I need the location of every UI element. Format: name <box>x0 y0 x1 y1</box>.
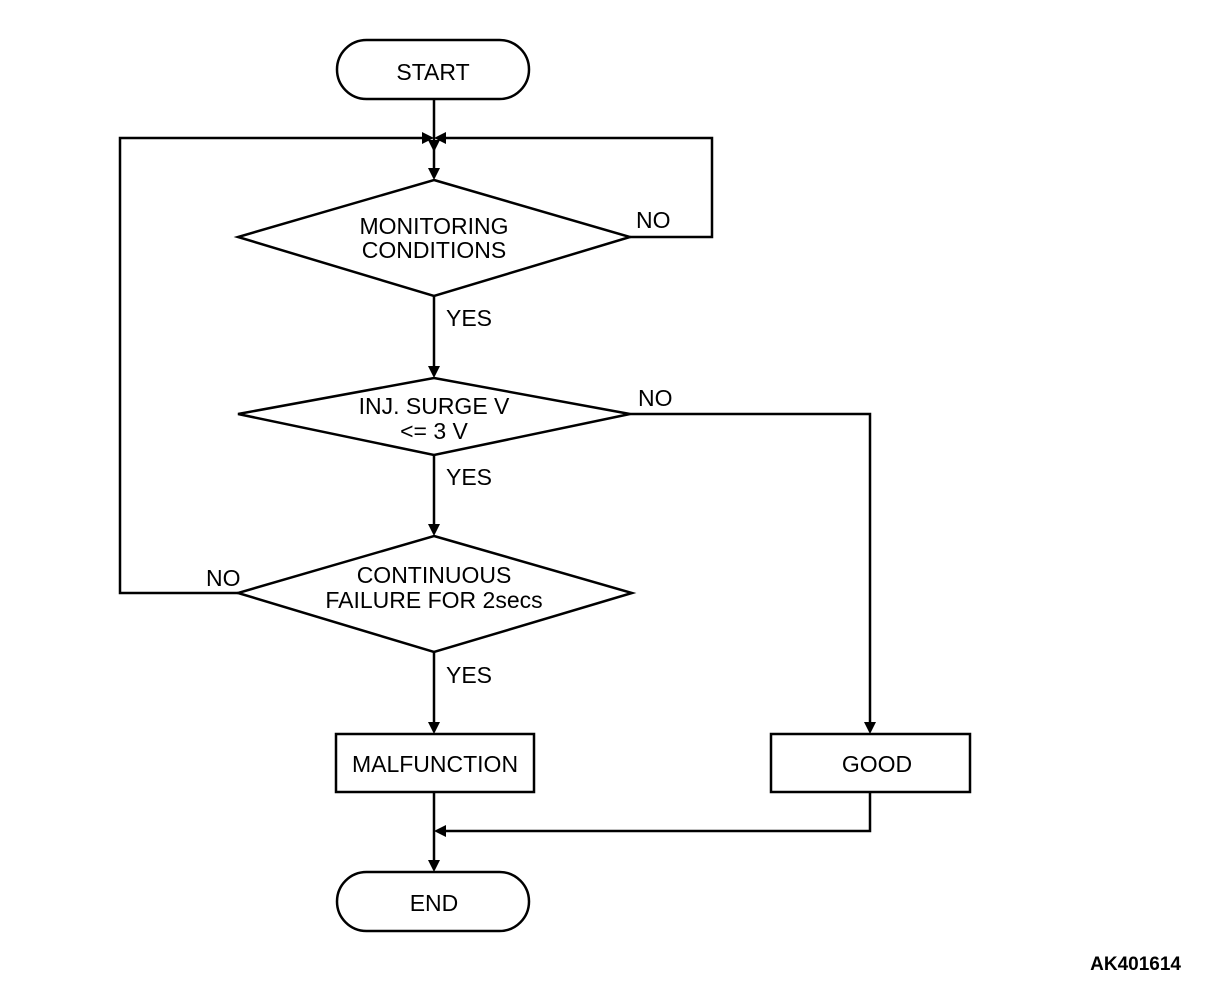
inj-no-label: NO <box>638 385 673 411</box>
inj-surge-label-line1: INJ. SURGE V <box>359 393 510 419</box>
arrowhead-to-monitoring <box>428 168 440 180</box>
start-label: START <box>396 59 469 85</box>
inj-surge-label-line2: <= 3 V <box>400 418 468 444</box>
continuous-yes-label: YES <box>446 662 492 688</box>
monitoring-label-line1: MONITORING <box>359 213 508 239</box>
monitoring-label-line2: CONDITIONS <box>362 237 506 263</box>
edge-monitoring-no <box>446 136 714 239</box>
arrowhead-merge-from-left <box>422 132 434 144</box>
inj-yes-label: YES <box>446 464 492 490</box>
malfunction-box <box>334 732 536 794</box>
end-terminal <box>335 870 531 933</box>
reference-code: AK401614 <box>1090 954 1181 975</box>
good-label: GOOD <box>842 751 912 777</box>
monitoring-yes-label: YES <box>446 305 492 331</box>
arrowhead-to-malfunction <box>428 722 440 734</box>
edge-continuous-no <box>118 136 422 595</box>
malfunction-label: MALFUNCTION <box>352 751 518 777</box>
continuous-failure-decision <box>233 534 637 654</box>
continuous-label-line1: CONTINUOUS <box>357 562 512 588</box>
monitoring-conditions-decision <box>233 178 635 298</box>
arrowhead-to-good <box>864 722 876 734</box>
arrowhead-merge-from-right <box>434 132 446 144</box>
edge-good-to-end <box>446 792 872 833</box>
arrowhead-to-end <box>428 860 440 872</box>
monitoring-no-label: NO <box>636 207 671 233</box>
arrowhead-merge-down <box>428 140 440 152</box>
arrowhead-to-continuous <box>428 524 440 536</box>
arrowhead-to-inj <box>428 366 440 378</box>
end-label: END <box>410 890 459 916</box>
start-terminal <box>335 38 531 101</box>
continuous-no-label: NO <box>206 565 241 591</box>
arrowhead-good-junction <box>434 825 446 837</box>
good-box <box>769 732 972 794</box>
inj-surge-decision <box>237 376 631 457</box>
continuous-label-line2: FAILURE FOR 2secs <box>325 587 542 613</box>
edge-inj-no <box>630 412 872 726</box>
